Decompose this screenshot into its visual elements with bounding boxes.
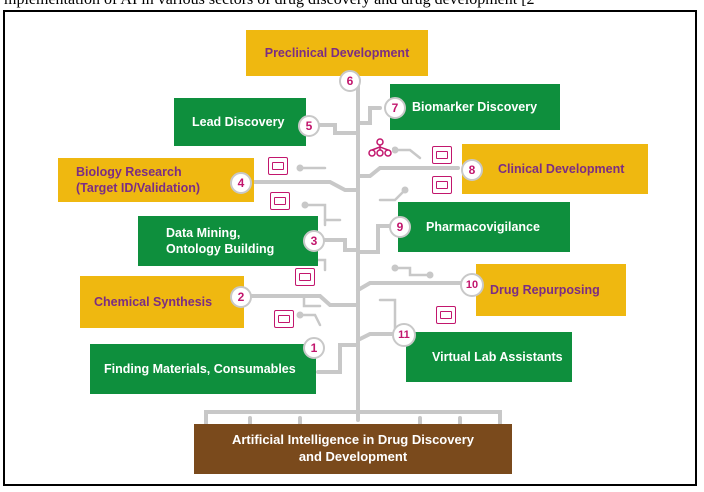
stage-number-7: 7 bbox=[384, 97, 406, 119]
stage-box-11: Virtual Lab Assistants bbox=[406, 332, 572, 382]
stage-box-4: Biology Research (Target ID/Validation) bbox=[58, 158, 254, 202]
map-pin-icon bbox=[274, 310, 294, 328]
map-pin-icon bbox=[270, 192, 290, 210]
image-screen-icon bbox=[432, 176, 452, 194]
stage-label-1: Finding Materials, Consumables bbox=[104, 361, 296, 376]
stage-number-10: 10 bbox=[460, 273, 484, 297]
stage-box-3: Data Mining, Ontology Building bbox=[138, 216, 318, 266]
stage-label-4: Biology Research (Target ID/Validation) bbox=[76, 164, 201, 195]
network-icon-svg bbox=[368, 138, 392, 157]
stage-box-2: Chemical Synthesis bbox=[80, 276, 244, 328]
root-box: Artificial Intelligence in Drug Discover… bbox=[194, 424, 512, 474]
caption-text: mplementation of AI in various sectors o… bbox=[4, 0, 535, 9]
stage-box-10: Drug Repurposing bbox=[476, 264, 626, 316]
stage-box-8: Clinical Development bbox=[462, 144, 648, 194]
stage-number-1: 1 bbox=[303, 337, 325, 359]
stage-label-7: Biomarker Discovery bbox=[412, 99, 538, 114]
stage-number-9: 9 bbox=[389, 216, 411, 238]
image-screen-icon bbox=[436, 306, 456, 324]
stage-box-6: Preclinical Development bbox=[246, 30, 428, 76]
stage-label-3: Data Mining, Ontology Building bbox=[166, 225, 275, 256]
stage-label-2: Chemical Synthesis bbox=[94, 294, 213, 309]
caption-fragment: mplementation of AI in various sectors o… bbox=[0, 0, 704, 10]
stage-label-10: Drug Repurposing bbox=[490, 282, 600, 297]
stage-number-5: 5 bbox=[298, 115, 320, 137]
stage-box-5: Lead Discovery bbox=[174, 98, 306, 146]
stage-label-8: Clinical Development bbox=[498, 161, 625, 176]
stage-number-11: 11 bbox=[392, 323, 416, 347]
stage-label-6: Preclinical Development bbox=[264, 45, 410, 60]
root-label: Artificial Intelligence in Drug Discover… bbox=[231, 432, 474, 464]
stage-number-4: 4 bbox=[230, 172, 252, 194]
stage-label-9: Pharmacovigilance bbox=[426, 219, 540, 234]
stage-label-11: Virtual Lab Assistants bbox=[432, 349, 563, 364]
trophy-screen-icon bbox=[432, 146, 452, 164]
stage-number-8: 8 bbox=[461, 159, 483, 181]
stage-number-2: 2 bbox=[230, 286, 252, 308]
network-icon bbox=[368, 138, 392, 158]
monitor-icon bbox=[295, 268, 315, 286]
stage-number-6: 6 bbox=[339, 70, 361, 92]
flowchart-icon bbox=[268, 157, 288, 175]
stage-box-7: Biomarker Discovery bbox=[390, 84, 560, 130]
stage-label-5: Lead Discovery bbox=[192, 114, 285, 129]
stage-box-9: Pharmacovigilance bbox=[398, 202, 570, 252]
stage-number-3: 3 bbox=[303, 230, 325, 252]
stage-box-1: Finding Materials, Consumables bbox=[90, 344, 316, 394]
